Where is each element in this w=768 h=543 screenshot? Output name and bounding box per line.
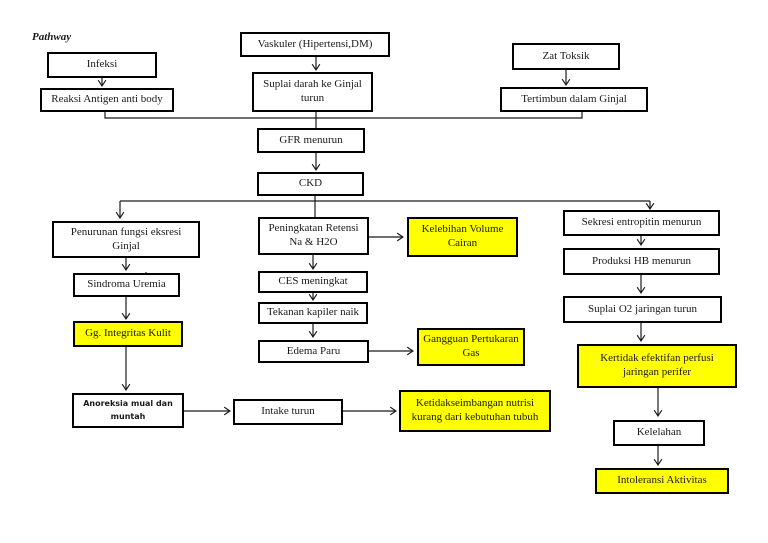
node-penurunan-fungsi-label: Penurunan fungsi eksresi Ginjal xyxy=(70,225,182,252)
node-intake-turun-label: Intake turun xyxy=(261,405,315,418)
node-penurunan-fungsi: Penurunan fungsi eksresi Ginjal xyxy=(52,221,200,258)
node-ckd: CKD xyxy=(257,172,364,196)
node-ketidakseimbangan-nutrisi-label: Ketidakseimbangan nutrisi kurang dari ke… xyxy=(411,397,539,423)
node-sekresi-entropitin: Sekresi entropitin menurun xyxy=(563,210,720,236)
edge-top-merge xyxy=(104,111,583,119)
node-peningkatan-retensi: Peningkatan Retensi Na & H2O xyxy=(258,217,369,255)
node-suplai-o2: Suplai O2 jaringan turun xyxy=(563,296,722,323)
node-ckd-label: CKD xyxy=(298,177,323,190)
node-tertimbun-label: Tertimbun dalam Ginjal xyxy=(521,92,627,105)
node-kertidak-efektifan-label: Kertidak efektifan perfusi jaringan peri… xyxy=(600,352,714,378)
node-gg-integritas-kulit: Gg. Integritas Kulit xyxy=(73,321,183,347)
node-sekresi-entropitin-label: Sekresi entropitin menurun xyxy=(581,216,702,229)
node-tekanan-kapiler: Tekanan kapiler naik xyxy=(258,302,368,324)
node-suplai-darah-label: Suplai darah ke Ginjal turun xyxy=(263,78,362,104)
edge-ckd-branch xyxy=(120,196,650,202)
node-gfr: GFR menurun xyxy=(257,128,365,153)
node-suplai-darah: Suplai darah ke Ginjal turun xyxy=(252,72,373,112)
node-sindroma-uremia-label: Sindroma Uremia xyxy=(87,278,166,291)
node-gangguan-pertukaran-gas-label: Gangguan Pertukaran Gas xyxy=(423,333,519,359)
node-suplai-o2-label: Suplai O2 jaringan turun xyxy=(587,302,698,315)
node-infeksi: Infeksi xyxy=(47,52,157,78)
node-produksi-hb-label: Produksi HB menurun xyxy=(592,254,691,267)
node-edema-paru-label: Edema Paru xyxy=(286,344,341,357)
node-produksi-hb: Produksi HB menurun xyxy=(563,248,720,275)
node-zat-toksik: Zat Toksik xyxy=(512,43,620,70)
node-tekanan-kapiler-label: Tekanan kapiler naik xyxy=(266,306,360,319)
node-ketidakseimbangan-nutrisi: Ketidakseimbangan nutrisi kurang dari ke… xyxy=(399,390,551,432)
node-reaksi-antigen-label: Reaksi Antigen anti body xyxy=(51,93,163,106)
node-gfr-label: GFR menurun xyxy=(279,133,343,146)
node-ces-meningkat: CES meningkat xyxy=(258,271,368,293)
node-kertidak-efektifan: Kertidak efektifan perfusi jaringan peri… xyxy=(577,344,737,388)
node-infeksi-label: Infeksi xyxy=(86,58,118,71)
node-gangguan-pertukaran-gas: Gangguan Pertukaran Gas xyxy=(417,328,525,366)
node-reaksi-antigen: Reaksi Antigen anti body xyxy=(40,88,174,112)
node-vaskuler: Vaskuler (Hipertensi,DM) xyxy=(240,32,390,57)
node-kelebihan-volume-label: Kelebihan Volume Cairan xyxy=(421,223,504,249)
node-peningkatan-retensi-label: Peningkatan Retensi Na & H2O xyxy=(268,222,359,248)
node-ces-meningkat-label: CES meningkat xyxy=(278,275,348,288)
page-title: Pathway xyxy=(32,31,72,43)
node-intoleransi-aktivitas: Intoleransi Aktivitas xyxy=(595,468,729,494)
node-tertimbun: Tertimbun dalam Ginjal xyxy=(500,87,648,112)
node-sindroma-uremia: Sindroma Uremia xyxy=(73,273,180,297)
node-intoleransi-aktivitas-label: Intoleransi Aktivitas xyxy=(617,474,707,487)
node-kelebihan-volume: Kelebihan Volume Cairan xyxy=(407,217,518,257)
node-gg-integritas-kulit-label: Gg. Integritas Kulit xyxy=(85,327,171,340)
node-anoreksia-label: Anoreksia mual dan muntah xyxy=(83,398,173,421)
node-edema-paru: Edema Paru xyxy=(258,340,369,363)
node-zat-toksik-label: Zat Toksik xyxy=(542,49,590,62)
node-intake-turun: Intake turun xyxy=(233,399,343,425)
node-kelelahan-label: Kelelahan xyxy=(636,426,682,439)
node-anoreksia: Anoreksia mual dan muntah xyxy=(72,393,184,428)
node-kelelahan: Kelelahan xyxy=(613,420,705,446)
node-vaskuler-label: Vaskuler (Hipertensi,DM) xyxy=(257,37,373,50)
